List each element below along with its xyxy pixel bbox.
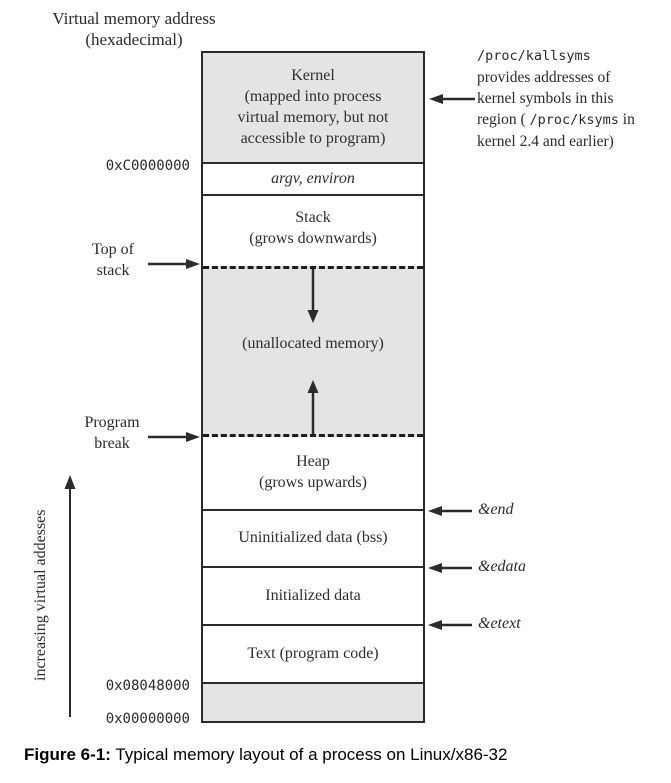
increasing-addresses-label: increasing virtual addesses (32, 509, 49, 681)
stack-label-line1: Stack (295, 209, 331, 226)
heap-growth-arrow-icon (307, 380, 319, 434)
heap-label-line2: (grows upwards) (259, 474, 367, 491)
top-of-stack-line1: Top of (92, 241, 134, 258)
ksyms-path: /proc/ksyms (529, 112, 619, 128)
heap-label-line1: Heap (296, 453, 330, 470)
diagram-title-line1: Virtual memory address (52, 9, 216, 28)
top-of-stack-line2: stack (96, 262, 130, 279)
kallsyms-note-line2: provides addresses of (477, 69, 611, 86)
argv-environ-label: argv, environ (271, 170, 355, 187)
region-argv-environ: argv, environ (203, 164, 423, 196)
top-of-stack-arrow-icon (148, 259, 200, 269)
kallsyms-note-line4: region ( /proc/ksyms in (477, 111, 635, 128)
bss-label: Uninitialized data (bss) (238, 529, 388, 546)
unallocated-label: (unallocated memory) (242, 335, 384, 352)
kallsyms-note-line1: /proc/kallsyms (477, 48, 591, 64)
kernel-label-line3: virtual memory, but not (237, 109, 389, 126)
region-kernel: Kernel (mapped into process virtual memo… (203, 53, 423, 164)
program-break-line1: Program (84, 414, 140, 431)
etext-symbol-label: &etext (478, 615, 521, 632)
memory-layout-box: Kernel (mapped into process virtual memo… (201, 51, 425, 723)
region-unallocated: (unallocated memory) (203, 266, 423, 437)
address-zero: 0x00000000 (105, 711, 190, 727)
top-of-stack-label: Top of stack (78, 239, 148, 281)
stack-label-line2: (grows downwards) (249, 230, 377, 247)
region-bss: Uninitialized data (bss) (203, 511, 423, 568)
kernel-label-line4: accessible to program) (240, 130, 386, 147)
kernel-label-line1: Kernel (291, 67, 335, 84)
kallsyms-arrow-icon (429, 94, 475, 104)
program-break-arrow-icon (148, 432, 200, 442)
address-text-start: 0x08048000 (105, 678, 190, 694)
diagram-title: Virtual memory address (hexadecimal) (28, 8, 240, 50)
kallsyms-note-line5: kernel 2.4 and earlier) (477, 133, 614, 150)
edata-symbol-label: &edata (478, 558, 526, 575)
increasing-addresses-arrow-icon (64, 475, 76, 717)
region-stack: Stack (grows downwards) (203, 196, 423, 266)
etext-arrow-icon (428, 620, 472, 630)
program-break-line2: break (94, 435, 130, 452)
diagram-title-line2: (hexadecimal) (85, 30, 183, 49)
kallsyms-note-line3: kernel symbols in this (477, 90, 614, 107)
end-arrow-icon (428, 506, 472, 516)
region-low-unmapped (203, 684, 423, 721)
region-initialized-data: Initialized data (203, 568, 423, 626)
address-kernel-boundary: 0xC0000000 (105, 158, 190, 174)
edata-arrow-icon (428, 563, 472, 573)
kernel-label-line2: (mapped into process (244, 88, 382, 105)
region-text-segment: Text (program code) (203, 626, 423, 684)
kallsyms-note: /proc/kallsyms provides addresses of ker… (477, 46, 671, 152)
text-segment-label: Text (program code) (247, 645, 379, 662)
stack-growth-arrow-icon (307, 269, 319, 323)
initialized-data-label: Initialized data (265, 587, 361, 604)
figure-caption-text: Typical memory layout of a process on Li… (115, 745, 508, 764)
end-symbol-label: &end (478, 501, 514, 518)
program-break-label: Program break (70, 412, 154, 454)
region-heap: Heap (grows upwards) (203, 437, 423, 511)
figure-caption: Figure 6-1: Typical memory layout of a p… (24, 745, 664, 765)
figure-caption-prefix: Figure 6-1: (24, 745, 111, 764)
